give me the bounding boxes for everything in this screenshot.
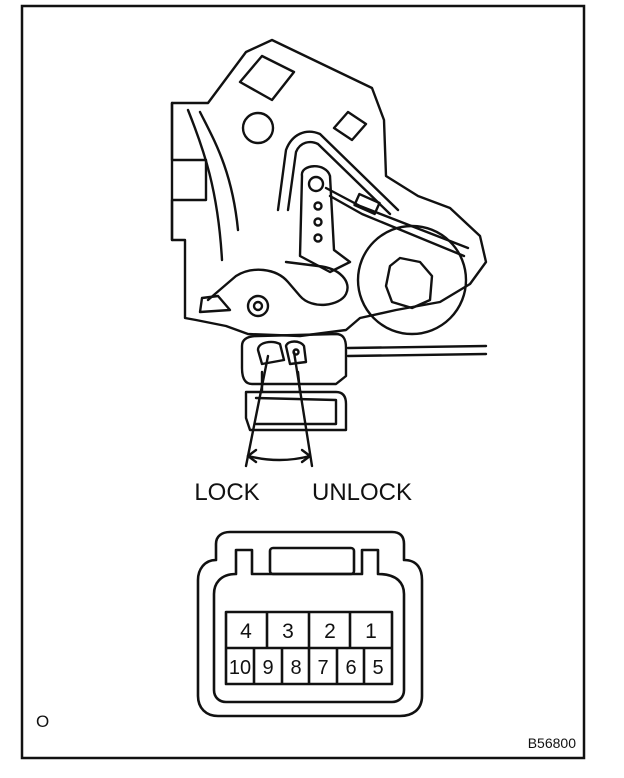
switch-knob: [256, 340, 286, 366]
control-rod: [276, 130, 400, 212]
connector-shell: [196, 530, 424, 718]
door-lock-assembly: [170, 38, 488, 468]
housing-inner-edge: [198, 110, 240, 232]
lock-housing: [170, 38, 488, 338]
terminal-top-row: 4 3 2 1: [240, 620, 377, 643]
cable-lower: [346, 344, 488, 350]
lever-plate: [298, 165, 352, 274]
terminal-number: 4: [240, 620, 252, 643]
cable-upper: [324, 186, 470, 250]
terminal-number: 2: [324, 620, 336, 643]
terminal-bottom-row: 10 9 8 7 6 5: [229, 657, 384, 679]
terminal-number: 1: [365, 620, 377, 643]
lever-pivot: [307, 175, 325, 193]
corner-mark: O: [36, 712, 49, 731]
cable-upper-2: [328, 194, 466, 258]
cam-lever: [206, 260, 349, 306]
figure-code: B56800: [528, 735, 576, 751]
small-slot: [332, 110, 368, 142]
arrow-right: [300, 448, 312, 464]
cam-pivot-inner: [252, 300, 264, 312]
switch-connector: [244, 390, 348, 432]
lock-indicator-line: [244, 354, 270, 468]
cam-arm: [198, 294, 232, 314]
terminal-number: 10: [229, 657, 251, 679]
unlock-indicator-line: [292, 350, 314, 468]
latch-wheel: [356, 224, 468, 336]
wheel-center-slot: [384, 256, 434, 310]
upper-window: [238, 54, 296, 102]
terminal-number: 7: [317, 657, 328, 679]
cable-lower-2: [346, 352, 488, 358]
housing-left-tabs: [170, 101, 208, 242]
switch-housing: [240, 332, 348, 386]
cable-sleeve: [353, 192, 381, 216]
cam-pivot: [246, 294, 270, 318]
unlock-label: UNLOCK: [312, 479, 412, 506]
housing-inner-edge-2: [186, 108, 224, 262]
control-rod-inner: [286, 140, 392, 216]
terminal-number: 5: [372, 657, 383, 679]
lever-hole-3: [313, 233, 323, 243]
connector-latch: [268, 546, 356, 576]
switch-connector-tab: [260, 370, 302, 394]
switch-knob-2: [284, 340, 308, 366]
lock-label: LOCK: [194, 479, 259, 506]
mount-hole: [241, 111, 275, 145]
connector-inner-shell: [212, 548, 406, 704]
terminal-number: 9: [262, 657, 273, 679]
lever-hole-2: [313, 217, 323, 227]
travel-arc: [246, 454, 312, 462]
terminal-number: 8: [290, 657, 301, 679]
connector: [196, 530, 424, 718]
arrow-left: [246, 448, 258, 464]
terminal-number: 3: [282, 620, 294, 643]
lever-hole-1: [313, 201, 323, 211]
switch-connector-rib: [254, 396, 338, 426]
page-border: [20, 4, 586, 760]
terminal-number: 6: [345, 657, 356, 679]
